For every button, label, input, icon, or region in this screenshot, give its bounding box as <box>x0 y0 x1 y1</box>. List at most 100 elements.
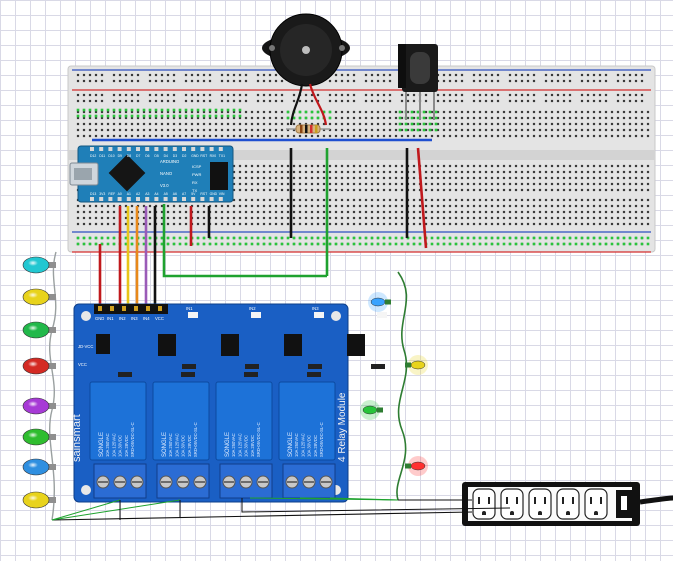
connected-hole <box>520 236 524 240</box>
breadboard-hole <box>568 110 572 114</box>
breadboard-hole <box>550 188 554 192</box>
breadboard-hole <box>388 128 392 132</box>
breadboard-hole <box>514 164 518 168</box>
breadboard-hole <box>322 222 326 226</box>
breadboard-hole <box>544 188 548 192</box>
breadboard-hole <box>478 79 482 83</box>
breadboard-hole <box>532 176 536 180</box>
bulb-highlight <box>28 260 38 266</box>
breadboard-hole <box>358 164 362 168</box>
connected-hole <box>88 242 92 246</box>
breadboard-hole <box>562 204 566 208</box>
breadboard-hole <box>274 122 278 126</box>
outlet-face[interactable] <box>528 488 552 520</box>
connected-hole <box>286 110 290 114</box>
outlet-slot-right <box>544 497 546 504</box>
breadboard-hole <box>274 204 278 208</box>
breadboard-hole <box>184 128 188 132</box>
outlet-face[interactable] <box>500 488 524 520</box>
breadboard-hole <box>244 210 248 214</box>
breadboard-hole <box>88 222 92 226</box>
breadboard-hole <box>292 99 296 103</box>
breadboard-hole <box>124 216 128 220</box>
breadboard-hole <box>448 176 452 180</box>
breadboard-hole <box>430 176 434 180</box>
breadboard-hole <box>592 79 596 83</box>
tx-label: TX <box>192 188 197 193</box>
breadboard-hole <box>622 216 626 220</box>
breadboard-hole <box>250 204 254 208</box>
breadboard-hole <box>454 134 458 138</box>
breadboard-hole <box>520 216 524 220</box>
breadboard-hole <box>448 170 452 174</box>
breadboard-hole <box>76 204 80 208</box>
breadboard-hole <box>460 222 464 226</box>
breadboard-hole <box>394 182 398 186</box>
breadboard-hole <box>382 164 386 168</box>
breadboard-hole <box>436 188 440 192</box>
breadboard-hole <box>358 116 362 120</box>
breadboard-hole <box>568 164 572 168</box>
breadboard-hole <box>634 216 638 220</box>
breadboard-hole <box>550 198 554 202</box>
breadboard-hole <box>586 170 590 174</box>
breadboard-hole <box>490 73 494 77</box>
outlet-face[interactable] <box>556 488 580 520</box>
breadboard-hole <box>586 204 590 208</box>
breadboard-hole <box>508 188 512 192</box>
breadboard-hole <box>466 176 470 180</box>
breadboard-hole <box>400 128 404 132</box>
breadboard-hole <box>208 79 212 83</box>
power-outlet[interactable] <box>472 488 496 520</box>
breadboard-hole <box>316 93 320 97</box>
breadboard-hole <box>394 134 398 138</box>
breadboard-hole <box>352 128 356 132</box>
connected-hole <box>304 110 308 114</box>
breadboard-hole <box>220 204 224 208</box>
light-bulb <box>22 458 56 476</box>
breadboard-hole <box>640 216 644 220</box>
breadboard-hole <box>454 176 458 180</box>
power-outlet[interactable] <box>500 488 524 520</box>
breadboard-hole <box>442 116 446 120</box>
power-switch-rocker[interactable] <box>621 496 627 510</box>
breadboard-hole <box>628 122 632 126</box>
breadboard-hole <box>112 122 116 126</box>
breadboard-hole <box>298 222 302 226</box>
breadboard-hole <box>556 122 560 126</box>
nano-pin-label-bottom: D13 <box>90 192 96 196</box>
breadboard-hole <box>484 164 488 168</box>
breadboard-hole <box>442 210 446 214</box>
breadboard-hole <box>136 73 140 77</box>
breadboard-hole <box>364 222 368 226</box>
breadboard-hole <box>604 198 608 202</box>
breadboard-hole <box>124 93 128 97</box>
breadboard-hole <box>622 73 626 77</box>
breadboard-hole <box>112 128 116 132</box>
breadboard-hole <box>190 116 194 120</box>
breadboard-hole <box>520 176 524 180</box>
breadboard-hole <box>316 198 320 202</box>
breadboard-hole <box>364 73 368 77</box>
power-outlet[interactable] <box>556 488 580 520</box>
power-outlet[interactable] <box>528 488 552 520</box>
breadboard-hole <box>316 204 320 208</box>
connected-hole <box>292 242 296 246</box>
breadboard-hole <box>352 170 356 174</box>
breadboard-hole <box>370 164 374 168</box>
breadboard-hole <box>310 176 314 180</box>
breadboard-hole <box>274 216 278 220</box>
connected-hole <box>434 116 438 120</box>
outlet-face[interactable] <box>584 488 608 520</box>
outlet-face[interactable] <box>472 488 496 520</box>
breadboard-hole <box>412 210 416 214</box>
breadboard-hole <box>370 176 374 180</box>
connected-hole <box>346 242 350 246</box>
breadboard-hole <box>154 134 158 138</box>
breadboard-hole <box>562 116 566 120</box>
breadboard-hole <box>640 198 644 202</box>
breadboard-hole <box>628 222 632 226</box>
power-outlet[interactable] <box>584 488 608 520</box>
breadboard-hole <box>430 188 434 192</box>
breadboard-hole <box>544 99 548 103</box>
